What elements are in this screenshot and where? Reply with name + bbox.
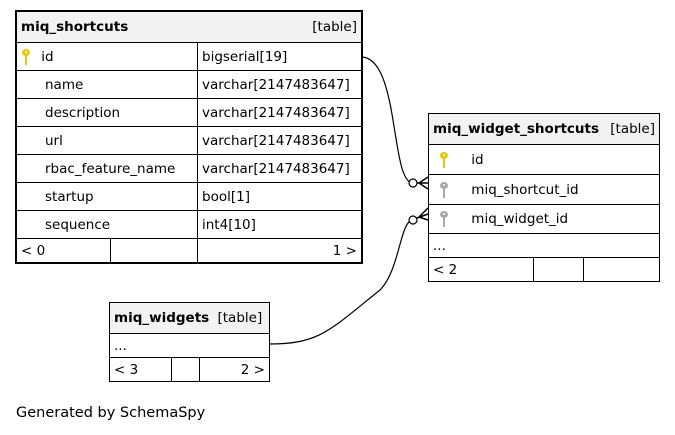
more-columns-ellipsis: ... [109, 333, 270, 358]
ellipsis-row: ... [428, 233, 660, 258]
primary-key-icon [21, 48, 31, 65]
column-row: id [428, 144, 660, 175]
footer-spacer [110, 238, 198, 263]
relationship-widget-crowfoot [416, 207, 429, 221]
more-columns-ellipsis: ... [428, 233, 660, 258]
foreign-key-icon [439, 211, 449, 227]
table-name: miq_widget_shortcuts [433, 121, 600, 137]
relationship-widget-circle [408, 215, 418, 225]
foreign-key-icon [439, 181, 449, 198]
footer-spacer [171, 357, 200, 382]
column-type: varchar[2147483647] [197, 98, 362, 127]
column-row: sequence int4[10] [16, 210, 362, 239]
table-name: miq_widgets [114, 310, 210, 326]
column-type: int4[10] [197, 210, 362, 239]
column-row: startup bool[1] [16, 182, 362, 211]
footer-spacer [583, 257, 660, 282]
relationship-shortcut-line [360, 56, 414, 184]
table-type-tag: [table] [312, 19, 357, 35]
column-name: id [41, 48, 54, 65]
column-name: id [471, 151, 484, 168]
footer-spacer [533, 257, 584, 282]
relationship-shortcut-crowfoot [417, 176, 429, 190]
column-type: bool[1] [197, 182, 362, 211]
table-type-tag: [table] [610, 121, 655, 137]
column-row: description varchar[2147483647] [16, 98, 362, 127]
column-type: varchar[2147483647] [197, 126, 362, 155]
column-row: miq_widget_id [428, 204, 660, 234]
table-miq-shortcuts[interactable]: miq_shortcuts [table] id bigserial[19] n… [15, 10, 363, 264]
column-name: url [16, 126, 198, 155]
generated-by-caption: Generated by SchemaSpy [16, 405, 206, 421]
parents-count[interactable]: < 2 [428, 257, 534, 282]
column-name: description [16, 98, 198, 127]
table-footer: < 2 [428, 257, 660, 282]
ellipsis-row: ... [109, 333, 270, 358]
table-footer: < 0 1 > [15, 238, 362, 263]
table-header: miq_widget_shortcuts [table] [428, 113, 660, 145]
column-row: miq_shortcut_id [428, 174, 660, 205]
primary-key-icon [439, 151, 449, 168]
children-count[interactable]: 1 > [197, 238, 362, 263]
children-count[interactable]: 2 > [199, 357, 270, 382]
column-name: miq_shortcut_id [471, 181, 579, 198]
column-name: name [16, 70, 198, 99]
column-type: varchar[2147483647] [197, 154, 362, 183]
table-name: miq_shortcuts [21, 19, 129, 35]
parents-count[interactable]: < 3 [109, 357, 172, 382]
table-header: miq_widgets [table] [109, 302, 270, 334]
column-name: rbac_feature_name [16, 154, 198, 183]
table-header: miq_shortcuts [table] [16, 11, 362, 43]
relationship-widget-line [268, 219, 414, 345]
column-row: id bigserial[19] [16, 42, 362, 71]
table-type-tag: [table] [217, 310, 263, 326]
column-row: name varchar[2147483647] [16, 70, 362, 99]
column-row: url varchar[2147483647] [16, 126, 362, 155]
table-footer: < 3 2 > [109, 357, 270, 382]
column-row: rbac_feature_name varchar[2147483647] [16, 154, 362, 183]
table-miq-widgets[interactable]: miq_widgets [table] ... < 3 2 > [109, 302, 270, 382]
column-name: miq_widget_id [471, 211, 569, 227]
relationship-shortcut-circle [408, 178, 418, 188]
table-miq-widget-shortcuts[interactable]: miq_widget_shortcuts [table] id miq_shor… [428, 113, 660, 282]
column-type: bigserial[19] [197, 42, 362, 71]
parents-count[interactable]: < 0 [15, 238, 112, 263]
column-name: startup [16, 182, 198, 211]
column-name: sequence [16, 210, 198, 239]
column-type: varchar[2147483647] [197, 70, 362, 99]
